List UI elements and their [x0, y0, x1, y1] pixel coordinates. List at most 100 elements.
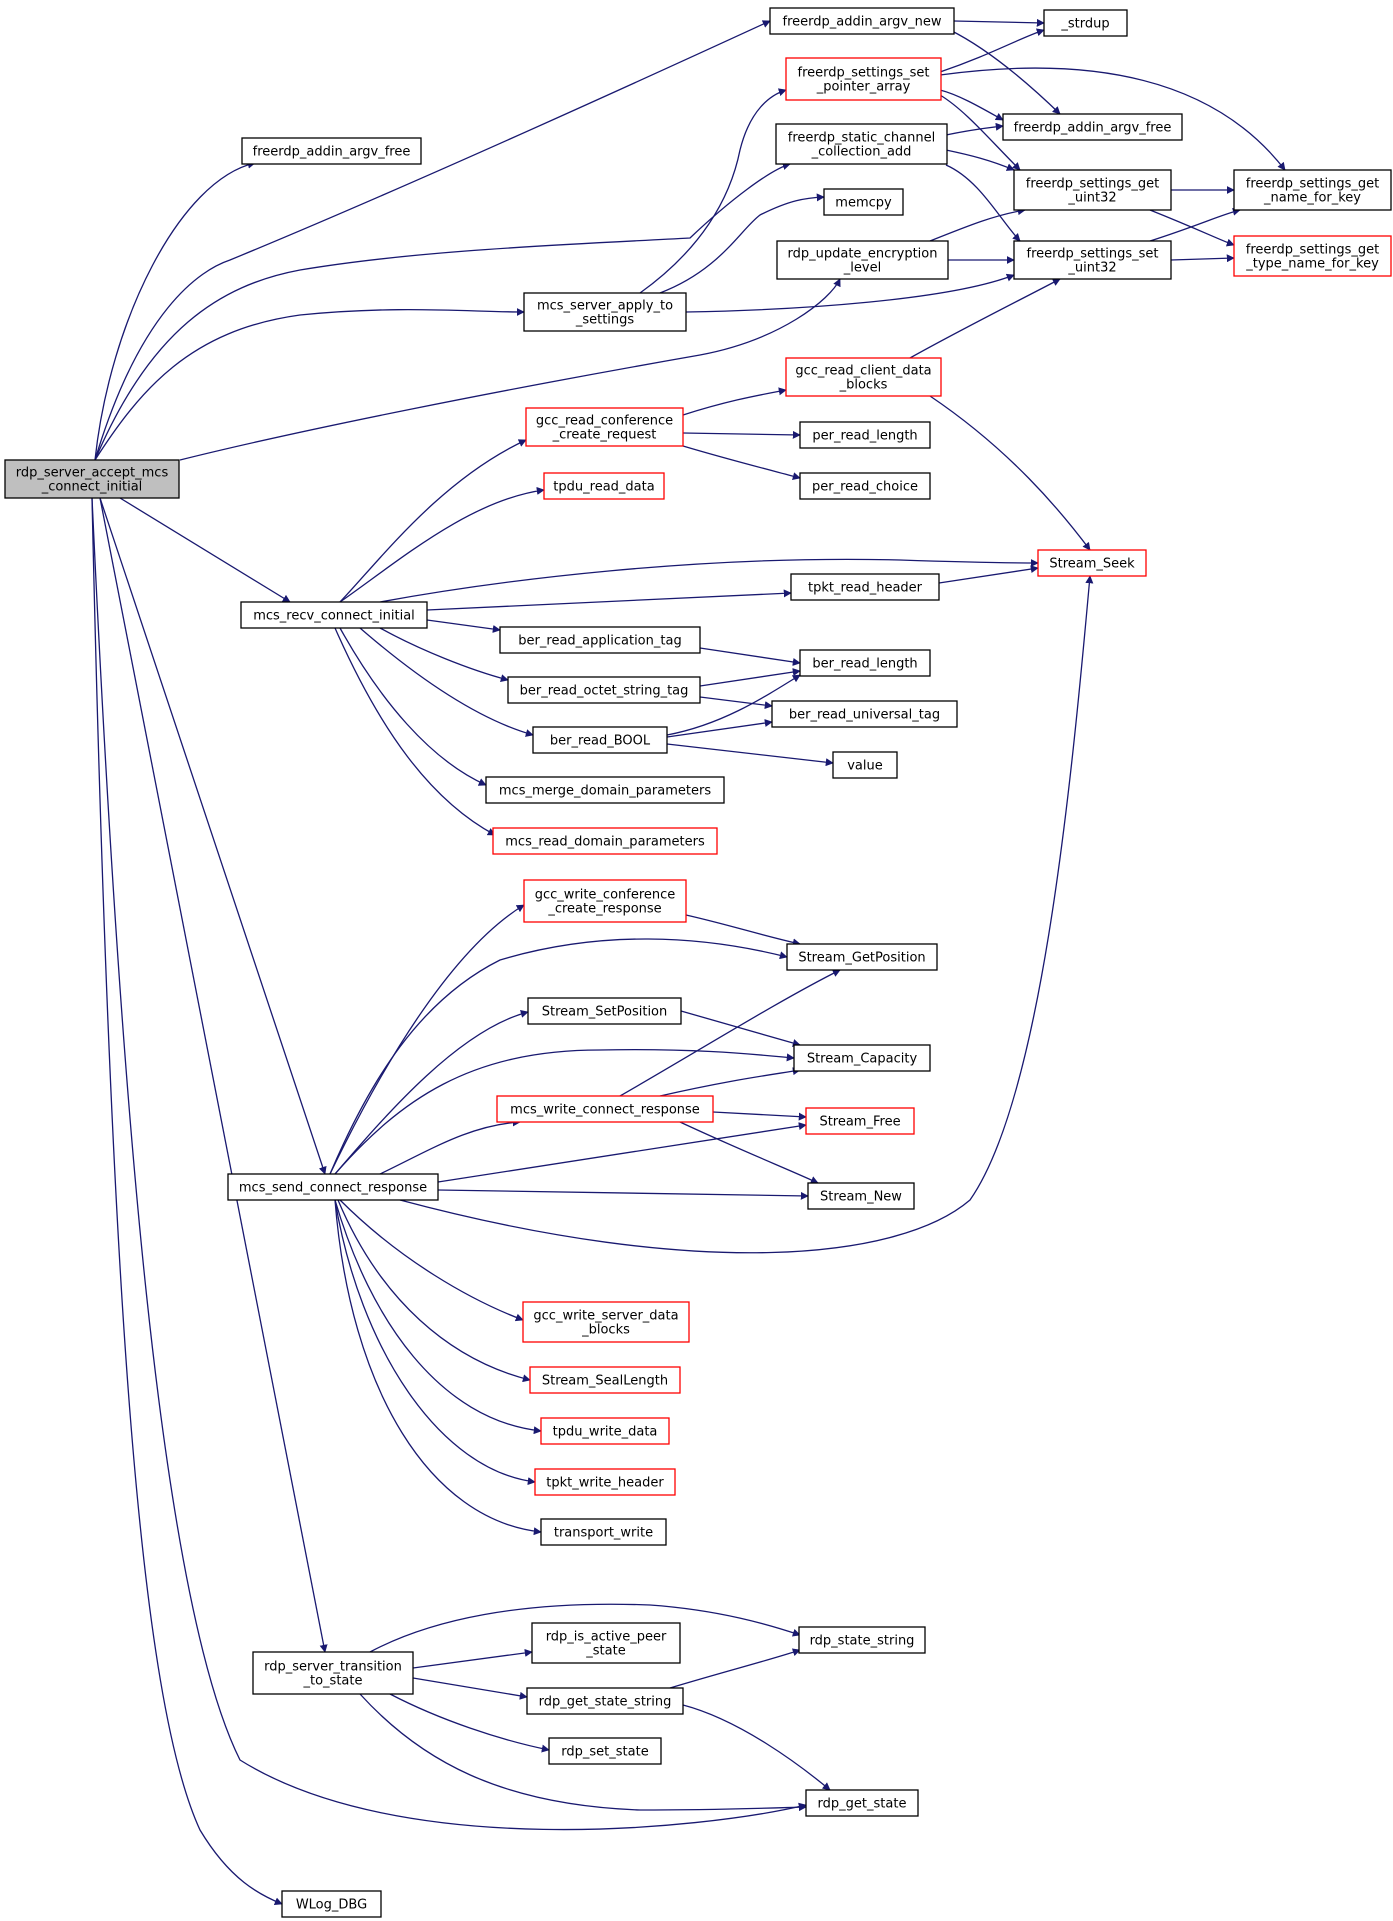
node-send-cr[interactable]: mcs_send_connect_response — [227, 1173, 439, 1201]
node-label: Stream_Free — [819, 1115, 900, 1130]
node-recv-ci[interactable]: mcs_recv_connect_initial — [240, 601, 428, 629]
node-box — [1013, 169, 1172, 211]
node-label: ber_read_universal_tag — [789, 708, 940, 723]
node-capacity[interactable]: Stream_Capacity — [793, 1044, 931, 1072]
node-merge-dp[interactable]: mcs_merge_domain_parameters — [485, 776, 725, 804]
node-seal[interactable]: Stream_SealLength — [529, 1366, 681, 1394]
node-state-str[interactable]: rdp_state_string — [798, 1626, 926, 1654]
node-ber-len[interactable]: ber_read_length — [799, 649, 931, 677]
node-snew[interactable]: Stream_New — [807, 1182, 915, 1210]
node-gcc-rcdb[interactable]: gcc_read_client_data_blocks — [785, 357, 942, 397]
node-label: freerdp_addin_argv_free — [1014, 121, 1172, 136]
node-box — [485, 776, 725, 804]
node-get-type[interactable]: freerdp_settings_get_type_name_for_key — [1233, 235, 1392, 277]
node-label: rdp_get_state — [818, 1797, 907, 1812]
node-argv-free-l[interactable]: freerdp_addin_argv_free — [241, 137, 422, 165]
node-tpkt-write[interactable]: tpkt_write_header — [534, 1468, 676, 1496]
node-ber-oct[interactable]: ber_read_octet_string_tag — [507, 676, 701, 704]
node-gcc-rccr[interactable]: gcc_read_conference_create_request — [525, 407, 684, 447]
node-per-len[interactable]: per_read_length — [799, 421, 931, 449]
node-label: _uint32 — [1067, 261, 1116, 276]
node-twrite[interactable]: transport_write — [540, 1518, 667, 1546]
node-label: gcc_read_client_data — [795, 364, 931, 379]
node-label: freerdp_settings_get — [1246, 177, 1379, 192]
node-get-state[interactable]: rdp_get_state — [805, 1789, 919, 1817]
node-box — [793, 1044, 931, 1072]
node-read-dp[interactable]: mcs_read_domain_parameters — [492, 827, 718, 855]
edge-set-u32-to-get-type — [1170, 254, 1235, 263]
node-strdup[interactable]: _strdup — [1043, 9, 1128, 37]
node-getpos[interactable]: Stream_GetPosition — [786, 943, 938, 971]
node-write-cr[interactable]: mcs_write_connect_response — [496, 1095, 714, 1123]
node-set-u32[interactable]: freerdp_settings_set_uint32 — [1013, 240, 1172, 280]
node-label: ber_read_application_tag — [518, 634, 681, 649]
node-label: gcc_read_conference — [536, 414, 673, 429]
node-static-ch[interactable]: freerdp_static_channel_collection_add — [775, 123, 948, 165]
node-label: gcc_write_server_data — [533, 1309, 678, 1324]
node-transition[interactable]: rdp_server_transition_to_state — [252, 1651, 414, 1695]
node-label: freerdp_addin_argv_new — [783, 15, 942, 30]
edge-transition-to-state-str — [369, 1603, 801, 1653]
edge-apply-to-set-ptr — [639, 88, 787, 294]
node-argv-free-r[interactable]: freerdp_addin_argv_free — [1002, 113, 1183, 141]
node-get-state-str[interactable]: rdp_get_state_string — [526, 1687, 684, 1715]
node-box — [526, 1687, 684, 1715]
node-label: per_read_length — [812, 429, 917, 444]
node-label: freerdp_static_channel — [788, 131, 935, 146]
node-seek[interactable]: Stream_Seek — [1037, 549, 1147, 577]
edge-send-cr-to-gcc-wccr — [329, 904, 525, 1175]
edge-get-state-str-to-state-str — [669, 1648, 801, 1689]
node-box — [775, 123, 948, 165]
node-box — [1043, 9, 1128, 37]
node-box — [771, 700, 958, 728]
node-box — [786, 943, 938, 971]
node-per-choice[interactable]: per_read_choice — [799, 472, 931, 500]
node-ber-app[interactable]: ber_read_application_tag — [499, 626, 701, 654]
node-gcc-wsdb[interactable]: gcc_write_server_data_blocks — [522, 1301, 690, 1343]
node-set-state[interactable]: rdp_set_state — [548, 1737, 662, 1765]
edge-get-u32-to-get-type — [1149, 209, 1235, 247]
edge-root-to-apply — [94, 307, 525, 461]
node-gcc-wccr[interactable]: gcc_write_conference_create_response — [523, 879, 687, 923]
node-argv-new[interactable]: freerdp_addin_argv_new — [769, 7, 955, 35]
node-apply[interactable]: mcs_server_apply_to_settings — [523, 292, 687, 332]
node-root[interactable]: rdp_server_accept_mcs_connect_initial — [4, 459, 180, 499]
node-box — [499, 626, 701, 654]
edge-root-to-upd-enc — [179, 278, 841, 461]
node-box — [496, 1095, 714, 1123]
node-memcpy[interactable]: memcpy — [823, 188, 904, 216]
node-label: Stream_SealLength — [542, 1374, 668, 1389]
node-setpos[interactable]: Stream_SetPosition — [527, 997, 682, 1025]
edge-static-ch-to-set-u32 — [945, 164, 1021, 242]
edge-send-cr-to-tpdu-write — [334, 1199, 542, 1435]
node-box — [805, 1789, 919, 1817]
node-ber-univ[interactable]: ber_read_universal_tag — [771, 700, 958, 728]
node-box — [799, 472, 931, 500]
node-sfree[interactable]: Stream_Free — [805, 1107, 915, 1135]
edge-argv-new-to-strdup — [953, 18, 1045, 27]
node-ber-bool[interactable]: ber_read_BOOL — [532, 726, 668, 754]
node-tpdu-write[interactable]: tpdu_write_data — [540, 1417, 670, 1445]
node-value[interactable]: value — [832, 751, 898, 779]
node-get-name[interactable]: freerdp_settings_get_name_for_key — [1233, 169, 1392, 211]
edge-send-cr-to-twrite — [334, 1199, 542, 1536]
node-active-peer[interactable]: rdp_is_active_peer_state — [531, 1622, 681, 1664]
node-label: gcc_write_conference — [535, 888, 676, 903]
node-label: ber_read_BOOL — [550, 734, 651, 749]
edge-send-cr-to-write-cr — [379, 1118, 521, 1175]
edge-recv-ci-to-read-dp — [334, 627, 496, 836]
node-box — [522, 1301, 690, 1343]
node-set-ptr[interactable]: freerdp_settings_set_pointer_array — [785, 57, 942, 101]
edge-gcc-rccr-to-per-choice — [682, 445, 801, 481]
node-label: _strdup — [1060, 17, 1109, 32]
node-box — [798, 1626, 926, 1654]
node-upd-enc[interactable]: rdp_update_encryption_level — [776, 240, 949, 280]
node-tpdu-read[interactable]: tpdu_read_data — [543, 472, 665, 500]
node-wlog[interactable]: WLog_DBG — [281, 1890, 382, 1918]
node-tpkt-read[interactable]: tpkt_read_header — [790, 573, 940, 601]
node-box — [540, 1417, 670, 1445]
node-label: Stream_GetPosition — [798, 951, 925, 966]
node-get-u32[interactable]: freerdp_settings_get_uint32 — [1013, 169, 1172, 211]
edge-gcc-rccr-to-per-len — [682, 430, 801, 439]
node-box — [790, 573, 940, 601]
